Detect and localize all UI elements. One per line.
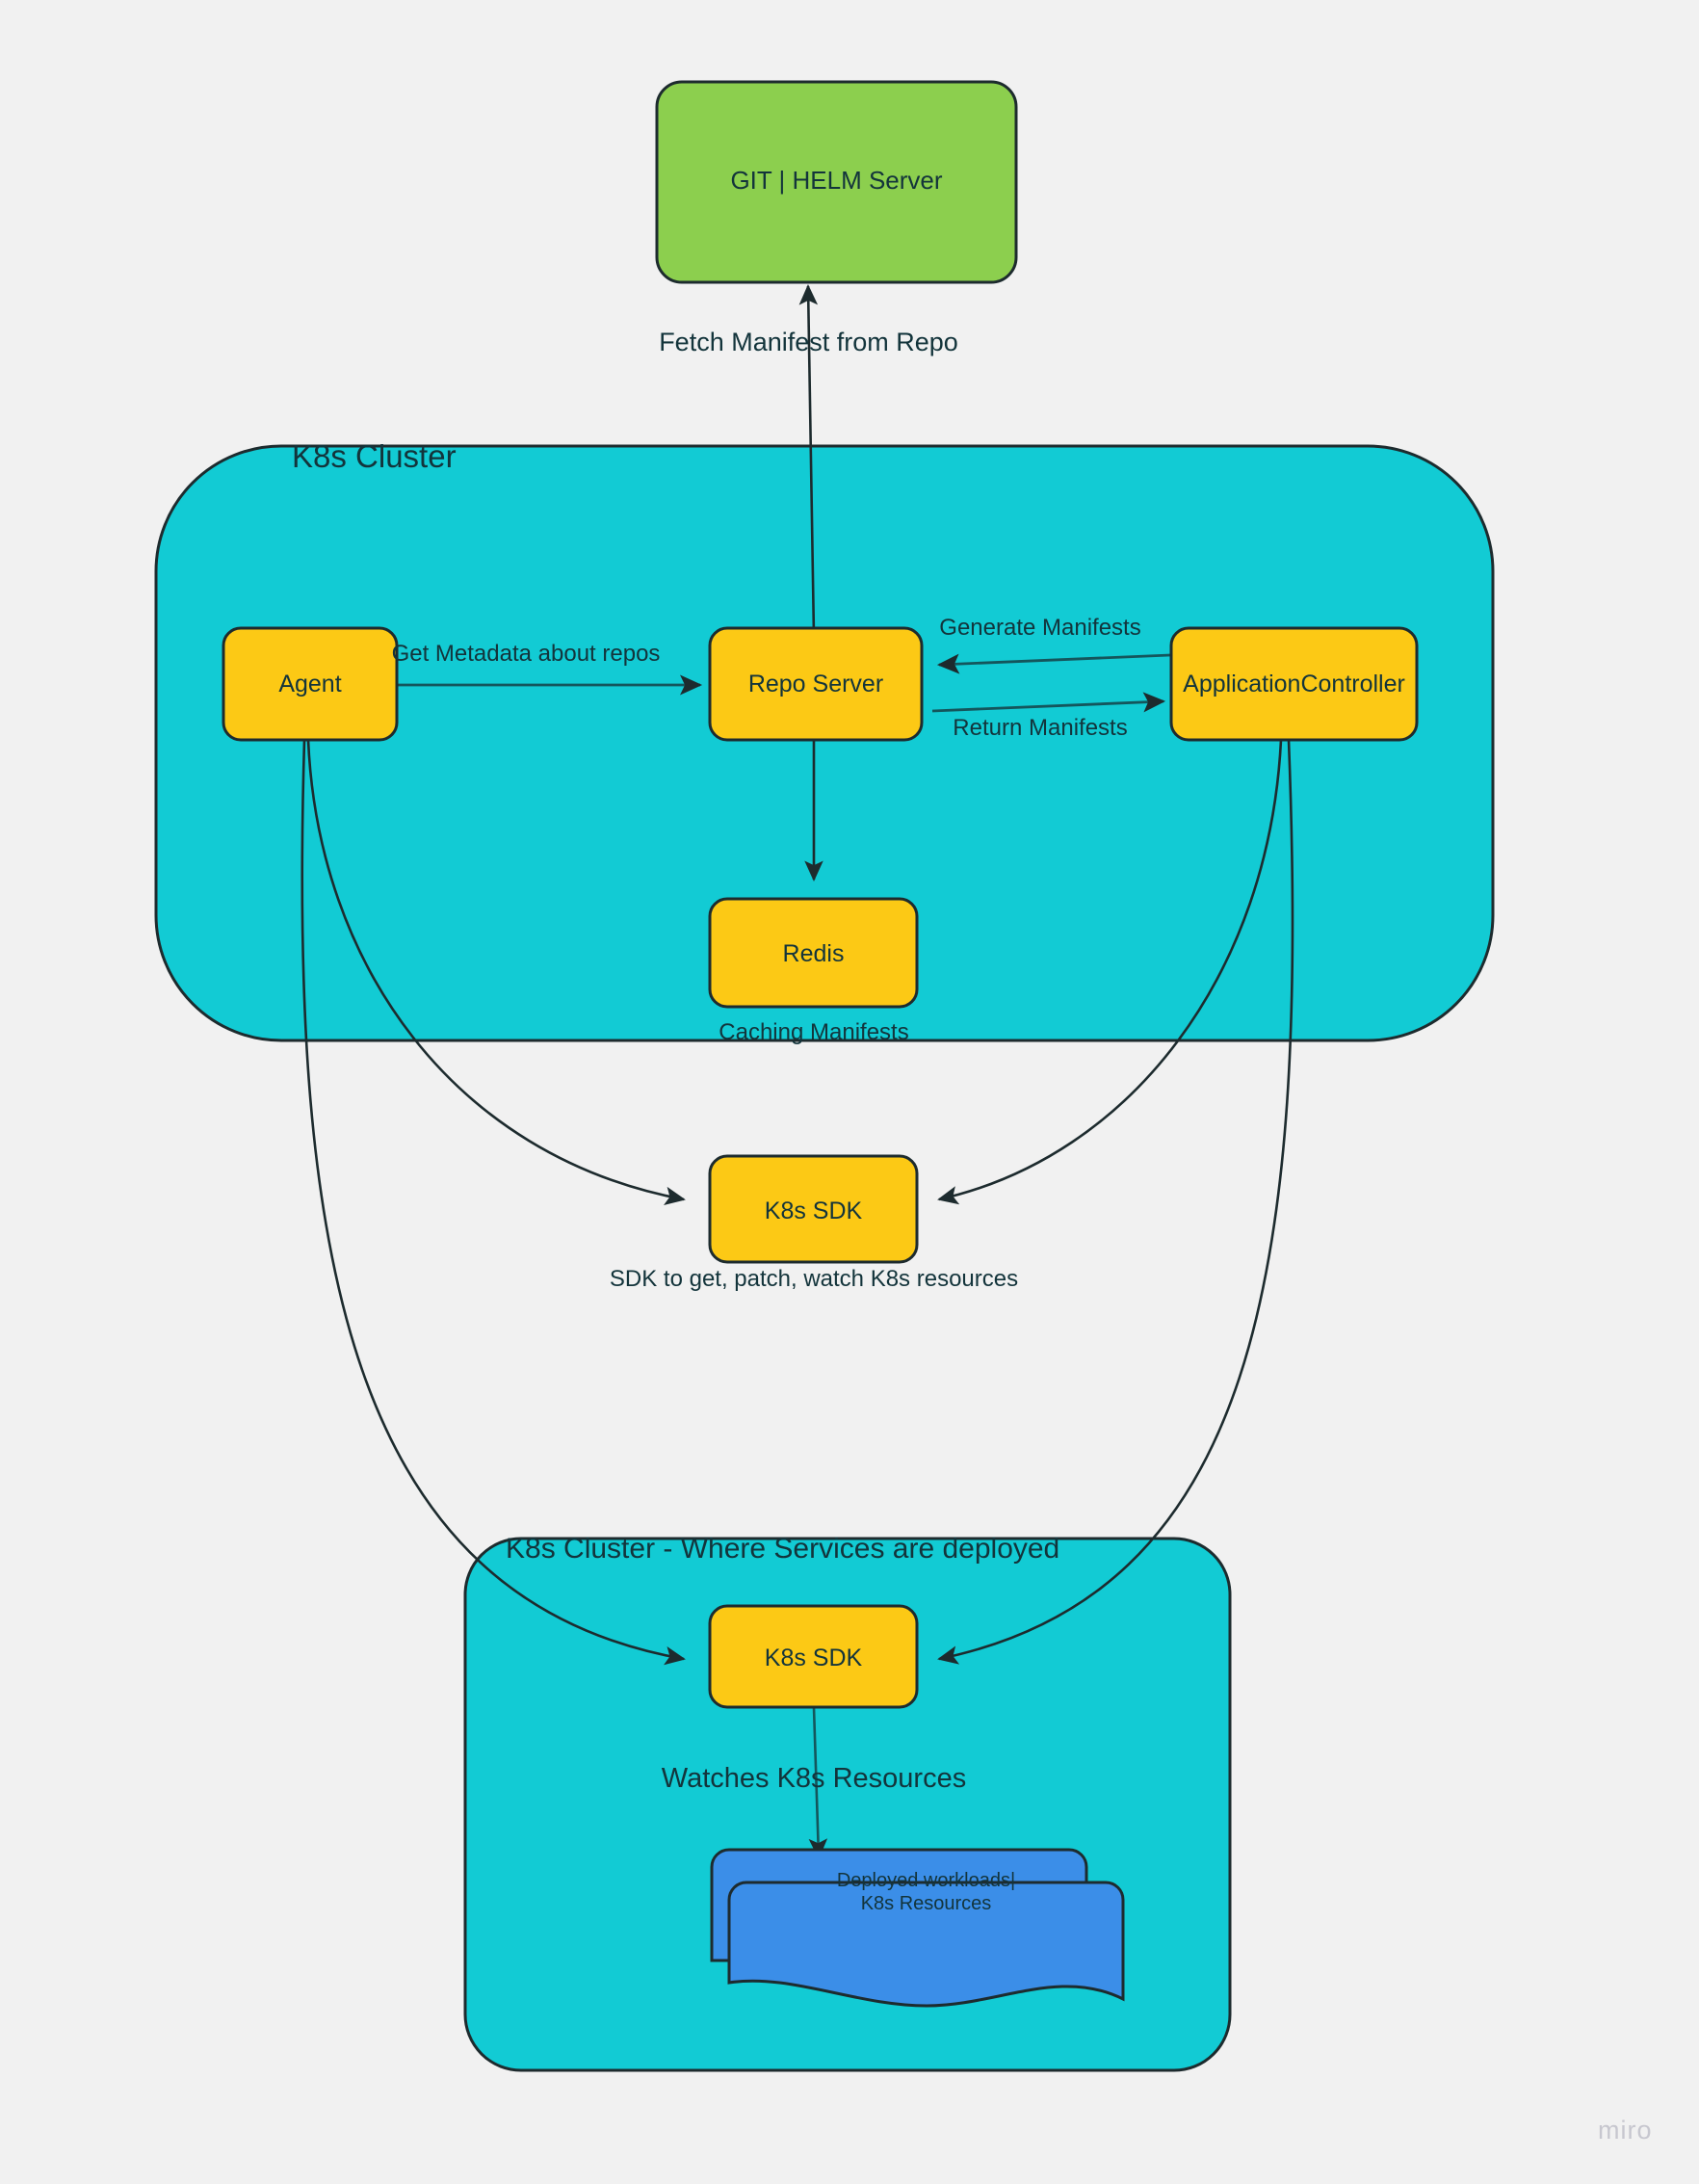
caption-sdk-description: SDK to get, patch, watch K8s resources xyxy=(609,1266,1019,1292)
edge-generate-manifests xyxy=(936,653,1171,674)
edge-label-generate-manifests: Generate Manifests xyxy=(939,615,1141,641)
caption-watches-resources: Watches K8s Resources xyxy=(661,1763,967,1794)
edge-label-get-metadata: Get Metadata about repos xyxy=(391,641,661,667)
node-git-helm-server[interactable] xyxy=(655,80,1018,284)
edge-agent-to-sdk-upper xyxy=(306,739,686,1205)
node-agent[interactable] xyxy=(222,626,399,742)
cluster-k8s-upper[interactable] xyxy=(154,444,1495,1042)
caption-caching-manifests: Caching Manifests xyxy=(719,1019,909,1045)
node-k8s-sdk-upper[interactable] xyxy=(708,1154,919,1264)
edge-label-fetch-manifest: Fetch Manifest from Repo xyxy=(659,328,958,356)
cluster-label-lower: K8s Cluster - Where Services are deploye… xyxy=(506,1533,1060,1565)
node-k8s-sdk-lower[interactable] xyxy=(708,1604,919,1709)
miro-watermark: miro xyxy=(1598,2116,1653,2145)
cluster-label-upper: K8s Cluster xyxy=(292,438,457,474)
edge-fetch-manifest xyxy=(798,284,819,637)
edge-appcontroller-to-sdk-lower xyxy=(937,739,1294,1665)
edge-return-manifests xyxy=(931,692,1166,713)
node-repo-server[interactable] xyxy=(708,626,924,742)
node-deployed-workloads[interactable] xyxy=(727,1881,1125,2008)
edge-appcontroller-to-sdk-upper xyxy=(937,739,1283,1205)
edge-label-return-manifests: Return Manifests xyxy=(953,715,1128,741)
node-application-controller[interactable] xyxy=(1169,626,1419,742)
edge-sdk-to-workloads xyxy=(808,1706,828,1859)
node-redis[interactable] xyxy=(708,897,919,1009)
edge-agent-to-sdk-lower xyxy=(301,739,686,1666)
